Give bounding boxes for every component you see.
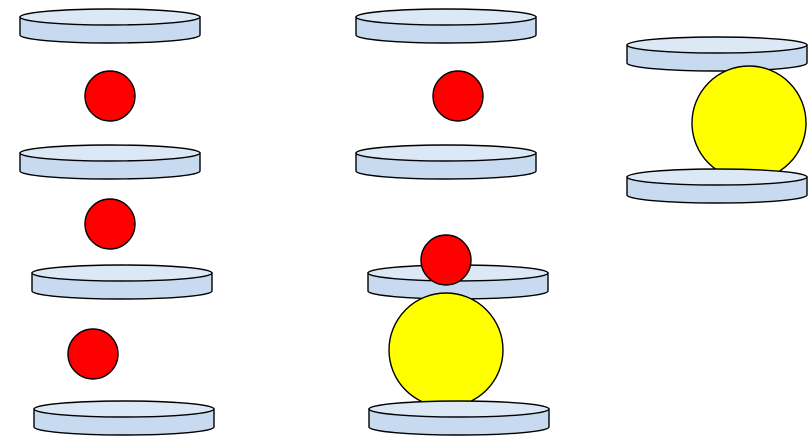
large-ball: [389, 293, 503, 407]
disc-top: [32, 265, 212, 281]
disc-top: [356, 145, 536, 161]
right-column: [627, 37, 807, 203]
disc-top: [369, 401, 549, 417]
disc-top: [627, 169, 807, 185]
disc: [356, 145, 536, 179]
disc: [356, 9, 536, 43]
disc: [369, 401, 549, 435]
small-ball: [85, 71, 135, 121]
disc: [20, 9, 200, 43]
disc-top: [20, 145, 200, 161]
disc: [627, 37, 807, 71]
small-ball: [68, 329, 118, 379]
large-ball: [692, 66, 806, 180]
disc-top: [34, 401, 214, 417]
small-ball: [433, 71, 483, 121]
small-ball: [421, 235, 471, 285]
left-column: [20, 9, 214, 435]
disc: [20, 145, 200, 179]
small-ball: [85, 199, 135, 249]
middle-column: [356, 9, 549, 435]
disc: [627, 169, 807, 203]
disc-top: [20, 9, 200, 25]
disc-top: [356, 9, 536, 25]
disc-top: [627, 37, 807, 53]
disc: [34, 401, 214, 435]
disc: [32, 265, 212, 299]
